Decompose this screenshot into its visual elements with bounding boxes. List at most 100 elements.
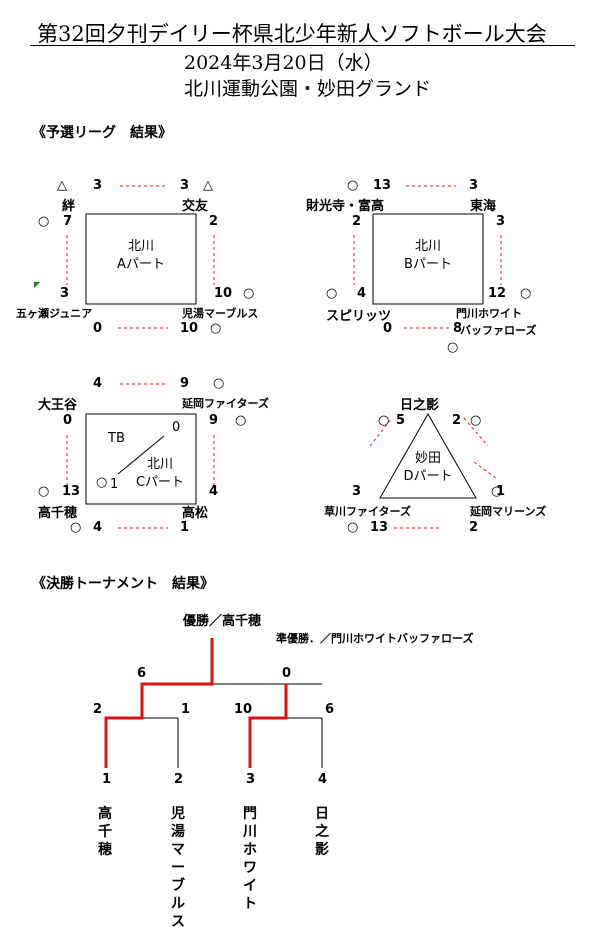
final-score-right: 0 (282, 666, 292, 681)
score: 4 (93, 376, 103, 391)
score: 3 (60, 286, 70, 301)
score: 3 (496, 214, 506, 229)
block-a-box (85, 213, 197, 305)
tournament-section-title: 《決勝トーナメント 結果》 (32, 576, 214, 592)
block-d-line-br (473, 461, 497, 479)
circle-icon: ○ (470, 413, 482, 428)
team-name: バッファローズ (460, 324, 537, 337)
league-section-title: 《予選リーグ 結果》 (32, 125, 172, 141)
slot-number: 2 (174, 772, 184, 787)
bracket-team-name: 児湯マーブルス (171, 806, 185, 930)
triangle-icon: △ (57, 178, 67, 193)
final-score-left: 6 (137, 666, 147, 681)
box-line: 北川 (127, 239, 154, 254)
score: 9 (180, 376, 190, 391)
circle-icon: ○ (96, 475, 108, 490)
block-a-label: 北川 Aパート (86, 238, 196, 274)
champion-label: 優勝／高千穂 (183, 614, 262, 629)
team-name: 東海 (470, 199, 497, 214)
semi-score: 10 (234, 702, 253, 717)
event-date: 2024年3月20日（水） (184, 52, 383, 74)
block-d-label: 妙田 Dパート (398, 450, 458, 486)
slot-number: 3 (246, 772, 256, 787)
runner-up-label: 準優勝．／門川ホワイトバッファローズ (276, 632, 474, 645)
circle-icon: ○ (38, 214, 50, 229)
semi-score: 6 (325, 702, 335, 717)
event-venue: 北川運動公園・妙田グランド (184, 78, 432, 100)
score: 2 (452, 413, 462, 428)
score: 13 (370, 520, 389, 535)
score: 13 (62, 484, 81, 499)
box-line: Bパート (404, 257, 452, 272)
team-name: 門川ホワイト (456, 307, 522, 320)
team-name: 大王谷 (38, 398, 78, 413)
team-name: 草川ファイターズ (324, 505, 412, 518)
score: 2 (352, 214, 362, 229)
box-line: Cパート (135, 475, 185, 490)
page-title: 第32回夕刊デイリー杯県北少年新人ソフトボール大会 (37, 22, 547, 46)
block-c-label: 北川 Cパート (130, 456, 190, 492)
team-name: 延岡マリーンズ (470, 505, 547, 518)
slot-number: 1 (102, 772, 112, 787)
score: 0 (63, 413, 73, 428)
bracket-team-name: 門川ホワイト (243, 806, 257, 912)
score: 4 (93, 520, 103, 535)
score: 5 (396, 413, 406, 428)
team-name: スピリッツ (326, 309, 392, 324)
score: 0 (93, 321, 103, 336)
box-line: Dパート (403, 469, 453, 484)
score: 1 (110, 477, 119, 492)
circle-icon: ○ (378, 413, 390, 428)
circle-icon: ○ (347, 520, 359, 535)
score: 7 (63, 214, 73, 229)
score: 3 (352, 484, 362, 499)
score: 3 (180, 178, 190, 193)
score: 0 (383, 321, 393, 336)
score: 10 (180, 321, 199, 336)
bracket-team-name: 高千穂 (98, 806, 112, 858)
box-line: 北川 (146, 457, 173, 472)
team-name: 財光寺・富高 (306, 199, 385, 214)
team-name: 高松 (182, 506, 209, 521)
score: 1 (496, 484, 506, 499)
box-line: 妙田 (414, 451, 441, 466)
bracket-team-name: 日之影 (315, 806, 329, 858)
team-name: 日之影 (400, 398, 440, 413)
block-b-box (372, 213, 484, 305)
circle-icon: ○ (210, 321, 222, 336)
score: 9 (209, 413, 219, 428)
circle-icon: ○ (38, 484, 50, 499)
team-name: 高千穂 (38, 506, 78, 521)
circle-icon: ○ (491, 484, 503, 499)
score: 4 (357, 286, 367, 301)
block-d-triangle (379, 412, 477, 499)
circle-icon: ○ (243, 286, 255, 301)
circle-icon: ○ (70, 520, 82, 535)
score: 13 (373, 178, 392, 193)
box-line: Aパート (117, 257, 165, 272)
score: 3 (93, 178, 103, 193)
score: 10 (214, 286, 233, 301)
score: 1 (180, 520, 190, 535)
block-c-diagonal (117, 435, 165, 475)
block-b-label: 北川 Bパート (373, 238, 483, 274)
circle-icon: ○ (326, 286, 338, 301)
triangle-icon: △ (203, 178, 213, 193)
circle-icon: ○ (235, 413, 247, 428)
team-name: 児湯マーブルス (182, 307, 259, 320)
block-c-box (85, 413, 197, 505)
semi-score: 1 (181, 702, 191, 717)
block-c-tb: TB (108, 431, 125, 446)
team-name: 五ヶ瀬ジュニア (16, 307, 93, 320)
score: 4 (209, 484, 219, 499)
block-d-line-right (463, 417, 489, 447)
score: 8 (453, 321, 463, 336)
circle-icon: ○ (347, 178, 359, 193)
team-name: 絆 (62, 199, 76, 214)
score: 3 (469, 178, 479, 193)
title-underline (30, 45, 575, 46)
semi-score: 2 (93, 702, 103, 717)
block-a-mark (34, 282, 40, 288)
team-name: 交友 (182, 199, 209, 214)
